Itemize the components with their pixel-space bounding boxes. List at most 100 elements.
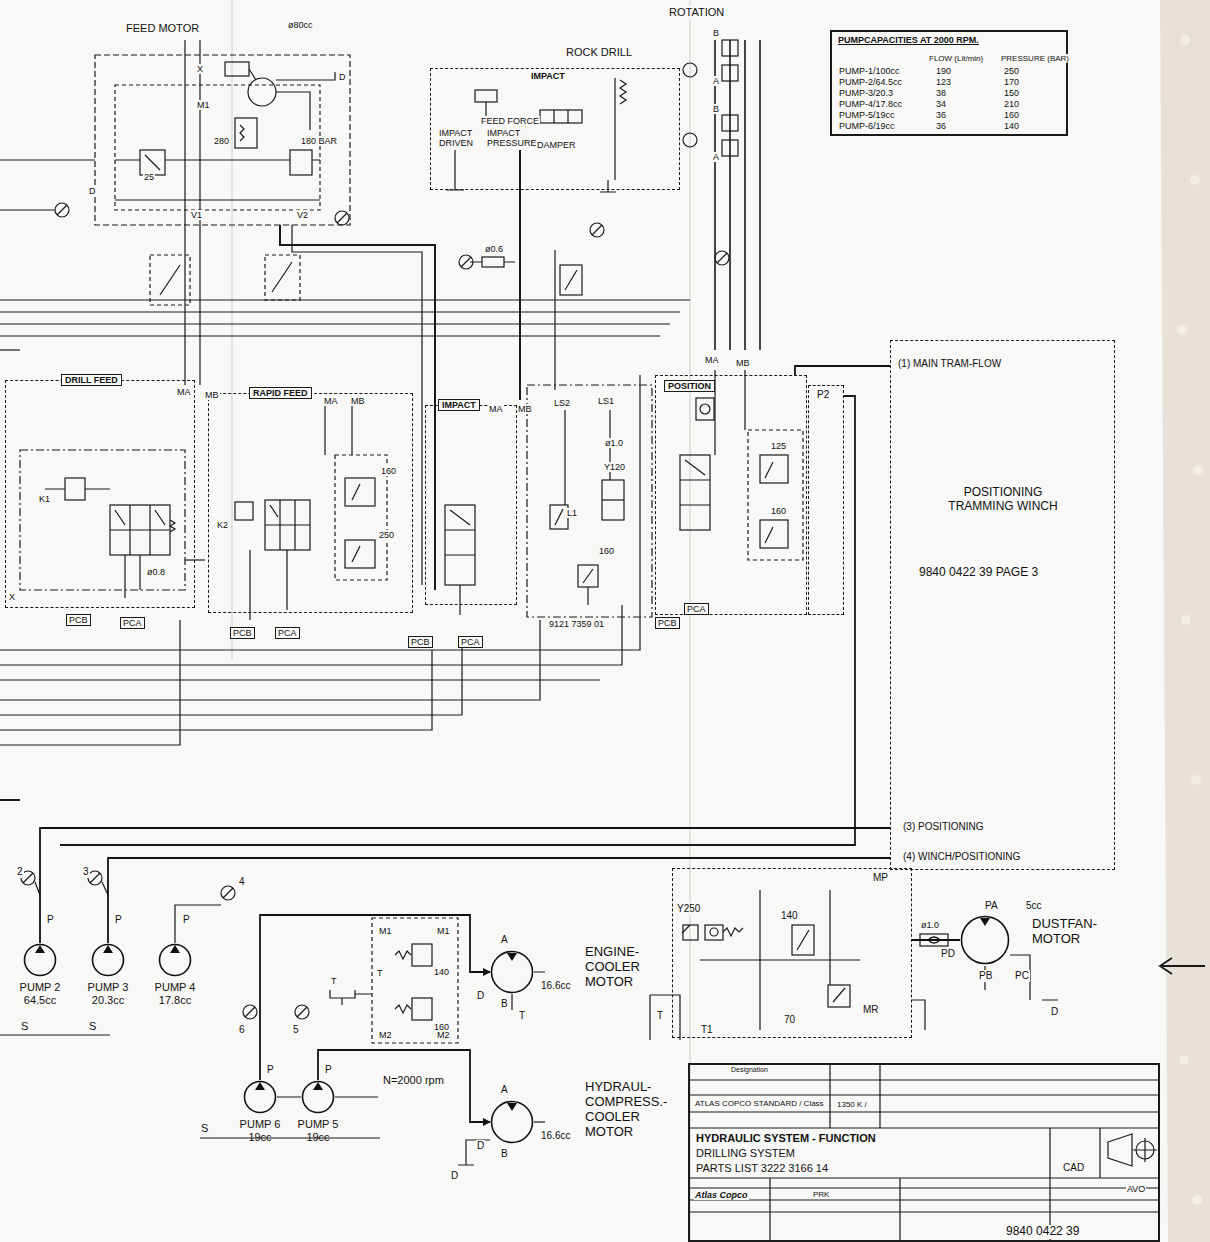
part-label: 25 [143,172,155,182]
pump-symbol: PUMP 5 19cc [290,1080,346,1150]
wire-line [765,462,773,543]
part-label: 250 [378,530,395,540]
symbol-circle [715,251,729,265]
node-title: POSITION [664,380,715,392]
node-title: HYDRAUL- COMPRESS.- COOLER MOTOR [585,1080,660,1140]
motor-circle [490,950,534,994]
part-label: FEED MOTOR [125,22,200,35]
wire-line [23,873,33,883]
part-label: PCB [66,614,91,626]
wire-line [232,0,690,1242]
wire-line [245,1007,255,1017]
part-label: Designation [730,1066,769,1074]
wire-line [717,253,727,263]
reference-box: POSITIONING TRAMMING WINCH9840 0422 39 P… [890,340,1115,870]
symbol-circle [492,1102,533,1143]
part-label: 16.6cc [540,1130,571,1142]
part-label: 5cc [1025,900,1043,912]
wire-line [60,396,855,845]
wire-line [0,209,55,210]
part-label: PD [940,948,956,960]
part-label: X [8,592,16,602]
part-label: 280 [213,136,230,146]
part-label: A [500,934,509,946]
wire-line [540,110,582,123]
part-label: AVO [1126,1184,1146,1194]
part-label: S [200,1122,209,1135]
part-label: N=2000 rpm [382,1074,445,1087]
part-label: MA [488,404,504,414]
table-cell: 123 [935,77,952,87]
part-label: MA [176,387,192,397]
part-label: 140 [433,967,450,977]
part-label: ø1.0 [604,438,624,448]
wire-line [0,650,432,730]
flow-triangle [170,945,180,953]
part-label: (4) WINCH/POSITIONING [902,851,1021,863]
table-cell: FLOW (Lit/min) [928,54,984,63]
part-label: LS2 [553,398,571,408]
table-cell: PUMP-6/19cc [838,121,896,131]
part-label: 1350 K / [836,1100,868,1109]
wire-line [446,150,464,190]
part-label: Y250 [676,903,701,915]
table-cell: 170 [1003,77,1020,87]
table-cell: PUMP-2/64.5cc [838,77,903,87]
part-label: M1 [196,100,211,110]
part-label: K2 [216,520,229,530]
part-label: 6 [238,1024,246,1036]
wire-line [680,460,710,505]
wire-line [458,1140,490,1165]
wire-line [0,159,95,160]
wire-line [715,40,760,350]
part-label: S [20,1020,29,1033]
motor-symbol: DUSTFAN- MOTOR [960,915,1110,967]
table-cell: 160 [1003,110,1020,120]
flow-triangle [255,1082,265,1090]
node-title: PUMP 5 19cc [290,1118,346,1143]
table-cell: 150 [1003,88,1020,98]
symbol-circle [303,1082,334,1113]
wire-line [276,92,310,130]
part-label: M1 [436,926,451,936]
wire-line [115,199,320,200]
symbol-circle [55,203,69,217]
part-label: MB [735,358,751,368]
wire-line [602,480,624,520]
hydraulic-line [318,1050,490,1122]
hydraulic-line [40,828,890,943]
wire-line [150,255,190,305]
part-label: 160 [380,466,397,476]
wire-line [797,930,809,950]
node-title: PUMPCAPACITIES AT 2000 RPM. [838,35,979,45]
flow-triangle [507,1103,517,1111]
part-label: Atlas Copco [694,1190,749,1200]
wire-line [0,300,690,336]
table-cell: PUMP-5/19cc [838,110,896,120]
valve-section: RAPID FEED [208,393,413,613]
wire-line [412,998,432,1020]
symbol-circle [1180,35,1190,45]
wire-line [235,502,253,520]
part-label: A [712,76,720,86]
wire-line [292,225,422,585]
node-text: 9840 0422 39 PAGE 3 [919,566,1089,580]
valve-section: P2 [808,385,844,615]
symbol-circle [221,886,235,900]
symbol-circle [93,945,124,976]
wire-line [470,261,515,262]
part-label: L1 [566,508,578,518]
pump-circle [158,943,192,977]
part-label: (1) MAIN TRAM-FLOW [897,358,1002,370]
wire-line [0,679,600,680]
pump-symbol: PUMP 6 19cc [232,1080,288,1150]
part-label: PCB [408,636,433,648]
wire-line [184,40,185,385]
wire-line [555,509,563,525]
symbol-circle [710,928,718,936]
wire-line [395,951,411,959]
symbol-circle [243,1005,257,1019]
wire-line [715,370,745,455]
wire-line [337,213,347,223]
part-label: P [46,914,55,926]
